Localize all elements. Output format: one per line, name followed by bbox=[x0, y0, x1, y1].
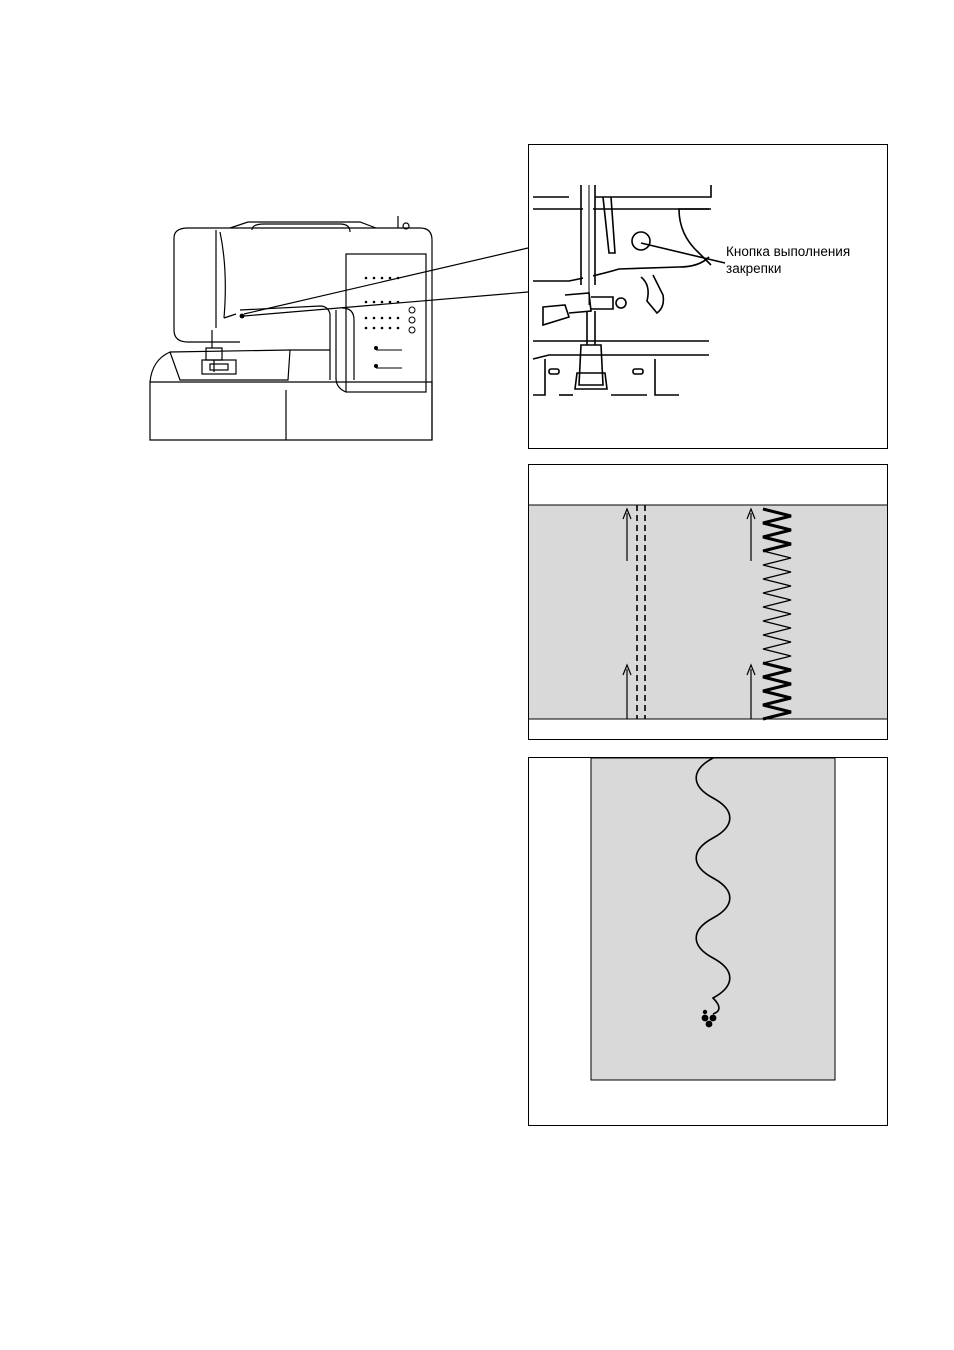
callout-line-1: Кнопка выполнения bbox=[726, 243, 850, 260]
callout-lines bbox=[240, 240, 530, 320]
needle-area-closeup-icon bbox=[529, 145, 887, 448]
reverse-stitch-frame bbox=[528, 464, 888, 740]
closeup-frame bbox=[528, 144, 888, 449]
bartack-stitch-frame bbox=[528, 757, 888, 1126]
callout-line-2: закрепки bbox=[726, 260, 850, 277]
reverse-stitch-icon bbox=[529, 465, 887, 739]
bartack-button-label: Кнопка выполнения закрепки bbox=[726, 243, 850, 277]
bartack-icon bbox=[529, 758, 887, 1125]
